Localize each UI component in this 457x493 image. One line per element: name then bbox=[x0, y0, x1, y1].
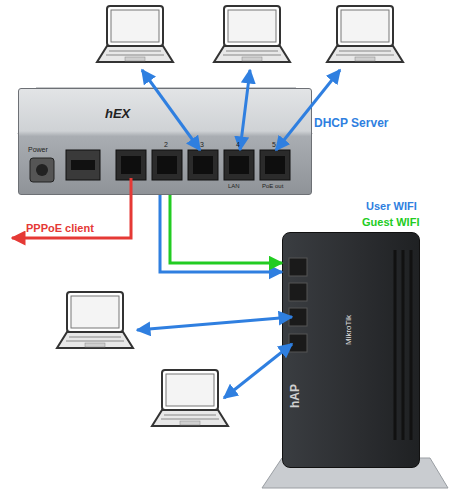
brand-name: MikroTik bbox=[345, 315, 354, 345]
lan-wire bbox=[137, 70, 340, 398]
cable-connector bbox=[160, 195, 282, 272]
port-label: LAN bbox=[228, 183, 240, 190]
laptop bbox=[152, 370, 228, 426]
laptop bbox=[214, 6, 290, 62]
power-jack bbox=[30, 158, 54, 182]
port-socket bbox=[121, 156, 285, 174]
service-label: PPPoE client bbox=[26, 222, 94, 234]
sfp-port bbox=[71, 160, 95, 170]
power-jack bbox=[36, 164, 48, 176]
wan-wire bbox=[12, 178, 131, 238]
service-label: DHCP Server bbox=[314, 117, 388, 130]
port-number: 3 bbox=[200, 141, 204, 149]
wifi-label: User WIFI bbox=[366, 200, 417, 212]
laptop bbox=[97, 6, 173, 62]
port-number: 5 bbox=[272, 141, 276, 149]
laptop bbox=[57, 292, 133, 348]
cable-connector bbox=[170, 195, 282, 263]
sfp-port bbox=[66, 150, 100, 180]
port-label: PoE out bbox=[262, 183, 283, 190]
port-number: 4 bbox=[236, 141, 240, 149]
ethernet-ports bbox=[116, 150, 290, 180]
vents bbox=[395, 250, 411, 440]
device-name: hAP bbox=[289, 384, 302, 408]
port-label: Power bbox=[28, 146, 48, 154]
wifi-label: Guest WIFI bbox=[362, 216, 419, 228]
device-name: hEX bbox=[105, 107, 130, 121]
port-number: 2 bbox=[164, 141, 168, 149]
hap-ports bbox=[289, 258, 307, 352]
laptop bbox=[327, 6, 403, 62]
